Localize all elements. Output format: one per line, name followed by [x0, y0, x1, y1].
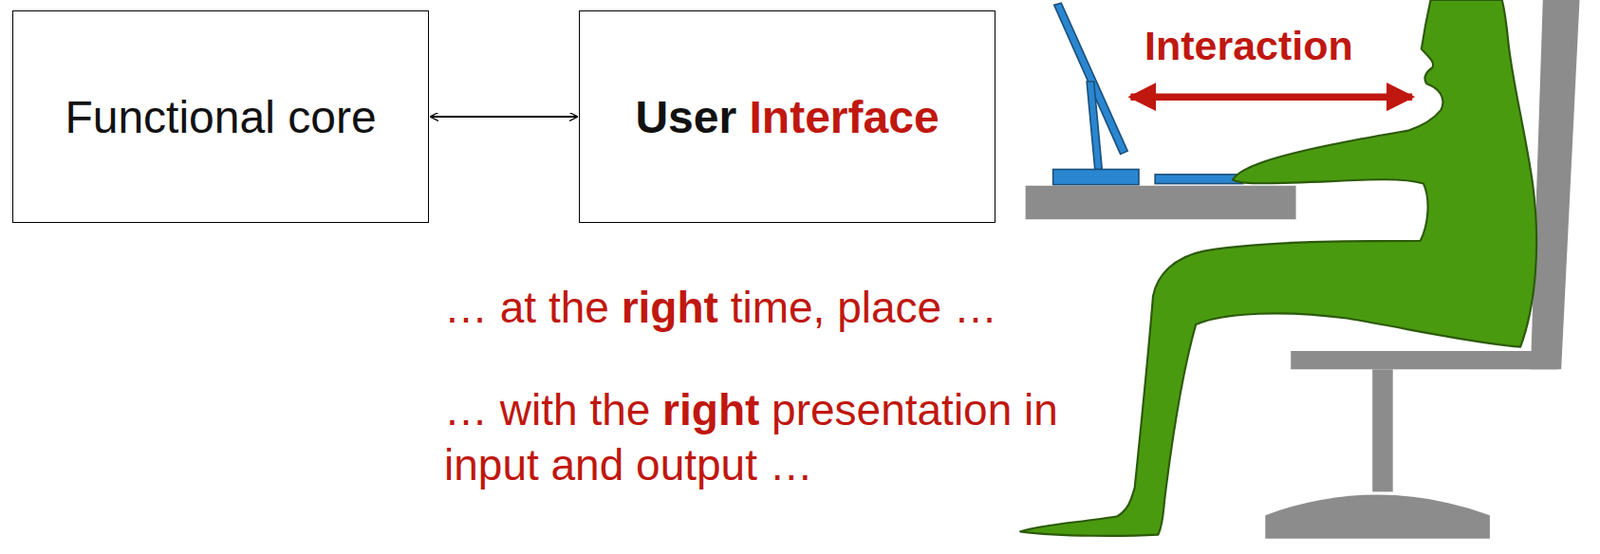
process-box: Functional core [12, 10, 429, 224]
seated-person [1020, 0, 1537, 537]
box-text: User Interface [634, 91, 939, 144]
note-text: … with the right presentation in input a… [444, 383, 1128, 493]
double-arrow [430, 115, 577, 118]
chair-seat [1290, 351, 1559, 370]
process-box: User Interface [578, 10, 996, 224]
chair-pole [1372, 369, 1394, 492]
keyboard [1154, 174, 1243, 185]
monitor-stand [1086, 81, 1102, 169]
box-text: Functional core [64, 91, 376, 144]
monitor-base [1053, 169, 1139, 186]
chair-back [1530, 0, 1581, 370]
note-text: … at the right time, place … [444, 280, 998, 336]
desk [1025, 186, 1297, 220]
interaction-arrow [1130, 93, 1413, 101]
chair-base [1265, 495, 1490, 540]
interaction-label: Interaction [1144, 20, 1354, 73]
